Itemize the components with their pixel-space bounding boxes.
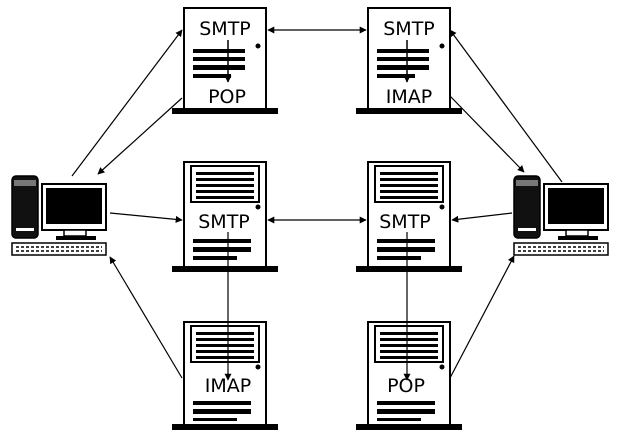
server-top-left-bottom-label: POP <box>208 86 246 108</box>
right-computer <box>513 175 609 256</box>
server-middle-right: SMTP <box>356 161 462 272</box>
arrow-right-client-to-top-smtp <box>449 29 563 183</box>
server-top-right-bottom-label: IMAP <box>386 86 432 108</box>
server-top-right: SMTP IMAP <box>356 7 462 114</box>
server-middle-right-label: SMTP <box>379 211 431 233</box>
server-bottom-left: IMAP <box>172 321 278 430</box>
server-middle-left: SMTP <box>172 161 278 272</box>
desktop-computer-icon <box>11 175 107 256</box>
arrow-left-client-to-middle-smtp <box>109 212 183 223</box>
arrow-left-client-to-top-smtp <box>71 29 183 177</box>
arrow-bottom-imap-to-left-client <box>109 256 183 379</box>
connection-arrows <box>71 26 563 381</box>
desktop-computer-icon <box>513 175 609 256</box>
arrow-top-imap-to-right-client <box>449 95 525 173</box>
server-top-right-top-label: SMTP <box>383 18 435 40</box>
server-bottom-right: POP <box>356 321 462 430</box>
arrow-top-pop-to-left-client <box>97 97 183 175</box>
server-top-left-top-label: SMTP <box>199 18 251 40</box>
arrow-right-client-to-middle-smtp <box>451 212 513 223</box>
arrow-bottom-pop-to-right-client <box>449 255 515 379</box>
server-bottom-left-label: IMAP <box>205 375 251 397</box>
server-top-left: SMTP POP <box>172 7 278 114</box>
server-bottom-right-label: POP <box>387 375 425 397</box>
left-computer <box>11 175 107 256</box>
server-middle-left-label: SMTP <box>198 211 250 233</box>
